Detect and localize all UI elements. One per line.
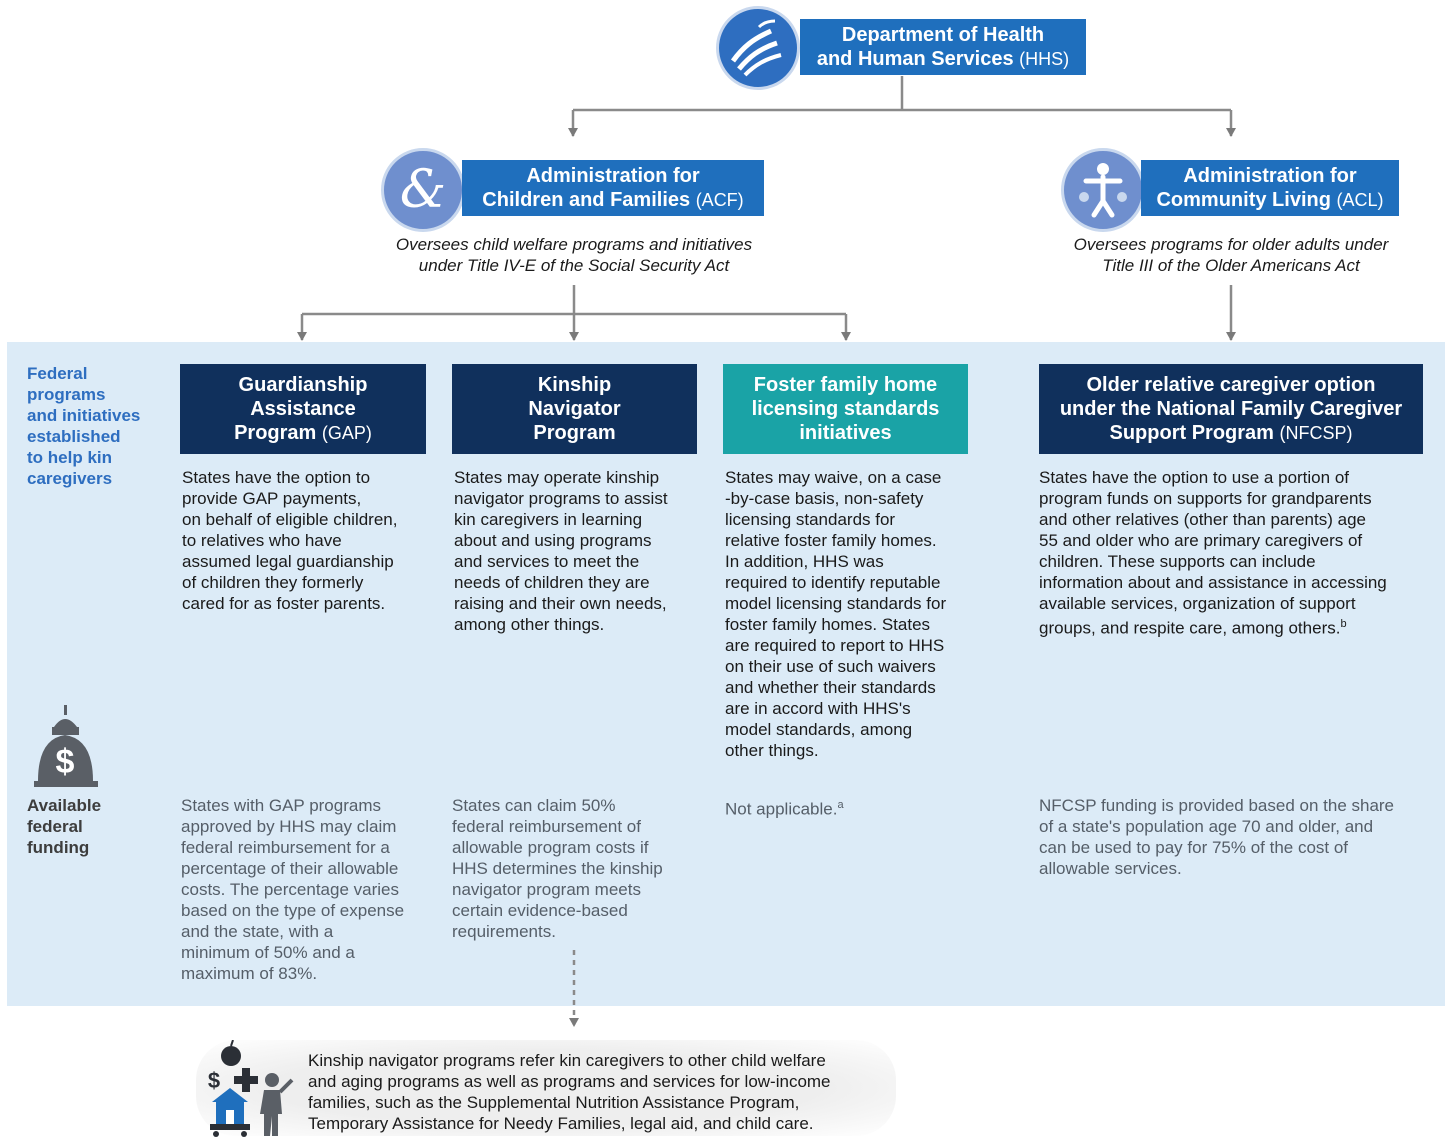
hhs-title-line2: and Human Services [816, 48, 1014, 70]
footnote-b: b [1340, 618, 1347, 630]
acl-people-logo [1061, 148, 1145, 232]
acf-ampersand-logo: & [381, 148, 465, 232]
callout-background [196, 1040, 896, 1136]
program-kinship-navigator-body: States may operate kinship navigator pro… [454, 468, 668, 634]
callout-text: Kinship navigator programs refer kin car… [308, 1051, 831, 1133]
footnote-a: a [837, 799, 844, 811]
hhs-box: Department of Health and Human Services … [800, 19, 1086, 75]
side-label-programs: Federal programs and initiatives establi… [27, 364, 141, 488]
hhs-abbr: (HHS) [1019, 49, 1070, 69]
acf-box: Administration for Children and Families… [462, 160, 764, 216]
acf-abbr: (ACF) [695, 190, 744, 210]
hhs-title-line1: Department of Health [841, 24, 1045, 46]
acl-abbr: (ACL) [1336, 190, 1384, 210]
svg-text:$: $ [208, 1068, 220, 1093]
program-foster-home-body: States may waive, on a case -by-case bas… [725, 468, 947, 760]
services-person-icon: $ [208, 1040, 294, 1137]
program-foster-home-funding: Not applicable.a [725, 799, 844, 819]
acf-title-line1: Administration for [526, 165, 700, 187]
program-kinship-navigator-header: Kinship Navigator Program [452, 364, 697, 454]
svg-text:&: & [400, 160, 446, 220]
side-label-funding: Available federal funding [27, 796, 102, 857]
acf-description: Oversees child welfare programs and init… [395, 235, 753, 275]
capitol-dollar-icon: $ [34, 705, 98, 787]
program-gap-body: States have the option to provide GAP pa… [182, 468, 398, 613]
hhs-eagle-logo [716, 6, 800, 90]
program-nfcsp-body: States have the option to use a portion … [1039, 468, 1387, 638]
program-gap-funding: States with GAP programs approved by HHS… [181, 796, 405, 983]
program-nfcsp-funding: NFCSP funding is provided based on the s… [1039, 796, 1395, 878]
acl-title-line1: Administration for [1183, 165, 1357, 187]
program-gap-header: Guardianship Assistance Program (GAP) [180, 364, 426, 454]
acl-title-line2: Community Living [1156, 189, 1331, 211]
acl-box: Administration for Community Living (ACL… [1141, 160, 1399, 216]
acl-description: Oversees programs for older adults under… [1073, 235, 1389, 275]
program-kinship-navigator-funding: States can claim 50% federal reimburseme… [452, 796, 663, 941]
acf-title-line2: Children and Families [482, 189, 691, 211]
svg-text:$: $ [56, 743, 75, 781]
program-foster-home-header: Foster family home licensing standards i… [723, 364, 968, 454]
program-nfcsp-header: Older relative caregiver option under th… [1039, 364, 1423, 454]
